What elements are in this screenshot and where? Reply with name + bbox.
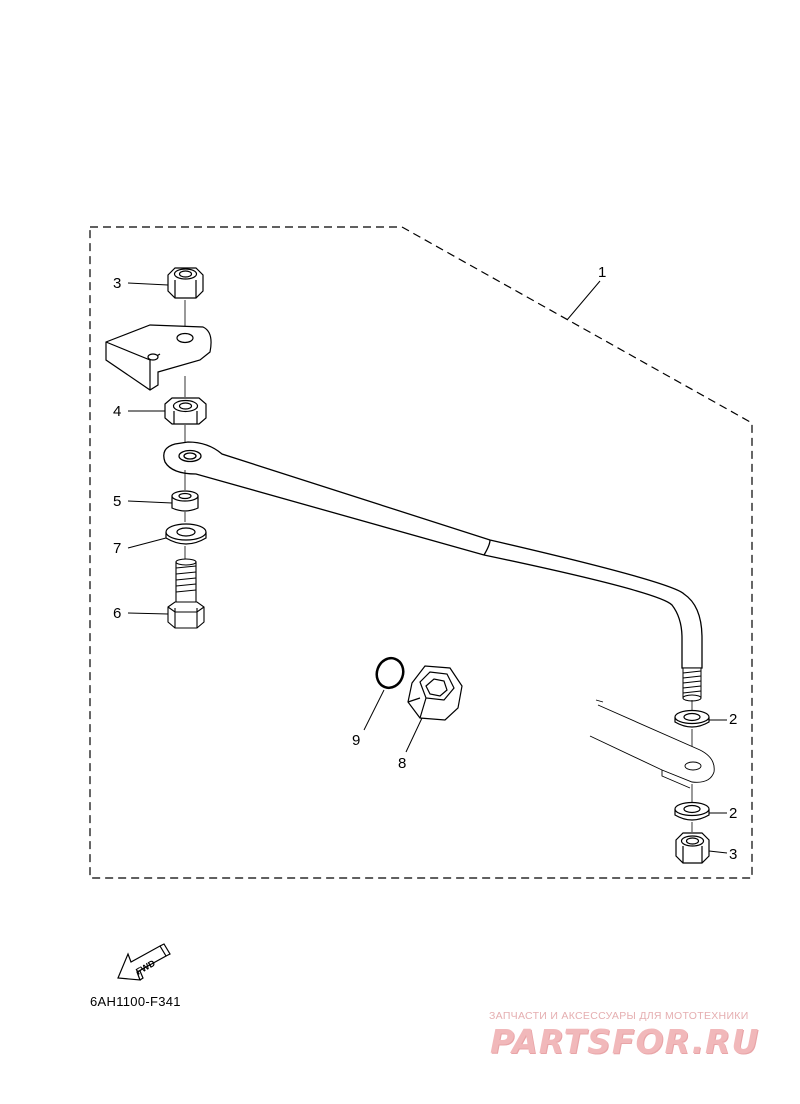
fwd-arrow-icon: [117, 943, 171, 981]
tiller-arm-end: [589, 699, 715, 789]
callout-2-upper: 2: [729, 711, 737, 728]
washer-7: [165, 523, 207, 545]
callout-3-top: 3: [113, 275, 121, 292]
kit-boundary-outline: [89, 226, 753, 879]
lock-nut-top: [167, 267, 204, 299]
diagram-code: 6AH1100-F341: [90, 994, 181, 1009]
watermark-logo: PARTSFOR.RU: [490, 1022, 760, 1061]
rod-threaded-end: [682, 667, 702, 702]
watermark-tagline: ЗАПЧАСТИ И АКСЕССУАРЫ ДЛЯ МОТОТЕХНИКИ: [489, 1010, 749, 1022]
steering-link-rod: [163, 441, 703, 669]
callout-2-lower: 2: [729, 805, 737, 822]
washer-2-lower: [674, 801, 710, 821]
lock-nut-bottom: [675, 832, 710, 864]
callout-5: 5: [113, 493, 121, 510]
callout-3-bottom: 3: [729, 846, 737, 863]
washer-2-upper: [674, 709, 710, 728]
callout-4: 4: [113, 403, 121, 420]
bracket-plate: [105, 324, 212, 391]
callout-7: 7: [113, 540, 121, 557]
collar-5: [171, 490, 199, 512]
large-nut-8: [407, 665, 463, 721]
callout-1: 1: [598, 264, 606, 281]
callout-6: 6: [113, 605, 121, 622]
leader-lines: [127, 280, 728, 854]
o-ring-9: [375, 656, 405, 690]
bolt-6: [167, 558, 205, 629]
callout-9: 9: [352, 732, 360, 749]
callout-8: 8: [398, 755, 406, 772]
nut-4: [164, 397, 207, 425]
